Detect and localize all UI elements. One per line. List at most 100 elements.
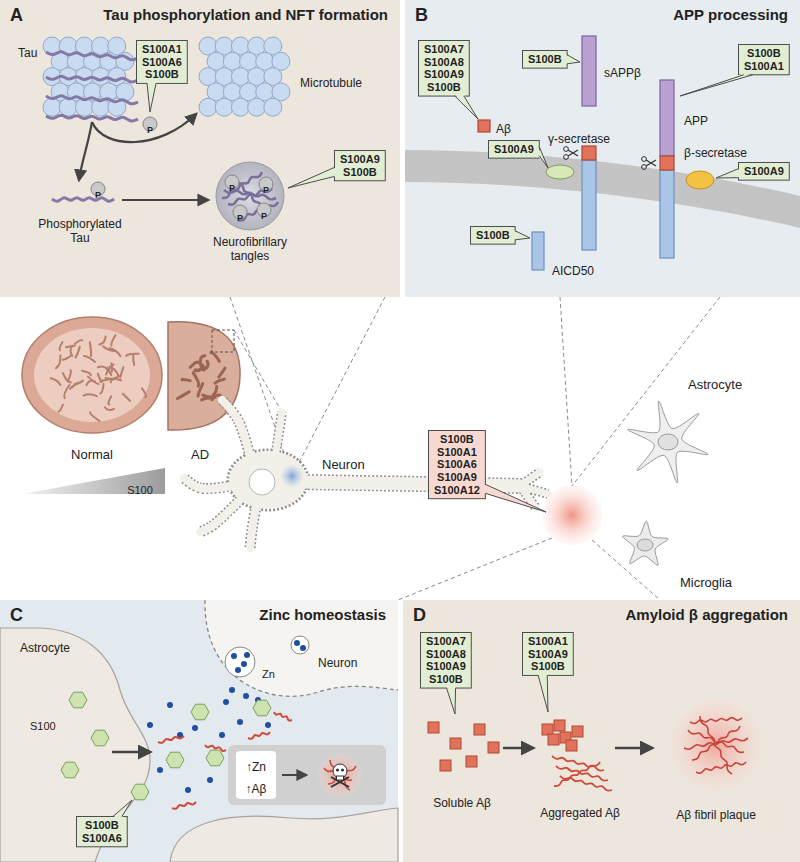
zinc-ion	[237, 719, 243, 725]
neuron-process	[184, 478, 236, 489]
panel-letter: A	[10, 5, 23, 26]
panel-c-art	[0, 600, 398, 862]
amyloid-beta-segment	[582, 146, 596, 160]
text-label: Astrocyte	[688, 378, 742, 393]
callout-frame	[523, 51, 568, 69]
s100-protein	[61, 762, 79, 778]
zinc-ion	[192, 725, 198, 731]
callout-tail-fill	[514, 231, 530, 240]
neuron-outline	[200, 500, 240, 532]
callout-box: S100A7 S100A8 S100A9 S100B	[420, 632, 472, 689]
beta-secretase	[686, 171, 714, 189]
text-label: Normal	[71, 448, 113, 463]
amyloid-beta-monomer	[542, 724, 553, 735]
callout-tail-fill	[455, 95, 478, 119]
callout-tail	[680, 75, 753, 96]
neuron-outline	[250, 506, 256, 548]
neuron-outline	[184, 478, 236, 489]
panel-letter: D	[413, 605, 426, 626]
phosphate-label: P	[261, 211, 267, 221]
callout-tail-fill	[288, 167, 336, 188]
text-label: ↑Zn	[246, 761, 266, 775]
amyloid-beta-monomer	[566, 740, 577, 751]
tau-protein	[46, 96, 138, 104]
tubulin-sphere	[43, 98, 61, 116]
text-label: Microglia	[680, 576, 732, 591]
arrow	[122, 199, 208, 201]
callout-tail	[113, 800, 132, 817]
s100-protein	[91, 730, 109, 746]
callout-tail	[485, 484, 546, 512]
callout-tail-fill	[680, 73, 753, 96]
amyloid-fibril	[692, 726, 740, 760]
phosphate-label: P	[237, 213, 243, 223]
neuron-process	[222, 400, 250, 456]
s100-protein	[69, 692, 87, 708]
brain-fold	[108, 368, 112, 375]
brain-fold	[71, 346, 73, 356]
amyloid-beta-monomer	[474, 724, 485, 735]
amyloid-beta-monomer	[450, 738, 461, 749]
callout-box: S100A1 S100A6 S100B	[136, 40, 188, 84]
astrocyte-cell	[628, 401, 708, 483]
brain-fold	[100, 384, 103, 393]
microglia-cell	[623, 521, 669, 565]
callout-tail	[539, 147, 548, 168]
tau-protein	[46, 52, 138, 60]
amyloid-beta-monomer	[428, 722, 439, 733]
amyloid-beta-monomer	[466, 756, 477, 767]
panel-title: APP processing	[673, 6, 788, 23]
panel-letter: C	[10, 605, 23, 626]
brain-fold	[106, 375, 119, 378]
brain-fold	[84, 356, 95, 362]
s100-protein	[131, 784, 149, 800]
callout-text: S100B	[528, 53, 562, 66]
callout-tail	[716, 169, 739, 178]
skull-eye	[341, 768, 344, 771]
brain-fold	[63, 356, 71, 360]
tubulin-sphere	[231, 98, 249, 116]
centre-art	[22, 297, 720, 600]
zinc-ion	[147, 722, 153, 728]
zinc-ion	[185, 787, 191, 793]
callout-tail	[515, 231, 530, 240]
text-label: APP	[684, 115, 708, 129]
brain-fold	[215, 379, 224, 383]
s100-protein	[253, 700, 271, 716]
zinc-ion	[294, 640, 300, 646]
text-label: Aggregated Aβ	[540, 807, 620, 821]
brain-fold	[68, 370, 71, 380]
callout-text: S100A9 S100B	[340, 153, 380, 178]
c-terminal-fragment	[582, 160, 596, 250]
zinc-ion	[300, 645, 306, 651]
tubulin-sphere	[199, 98, 217, 116]
brain-fold	[111, 379, 121, 382]
skull-jaw	[337, 776, 344, 780]
callout-text: S100A9	[744, 165, 784, 178]
zinc-ion	[235, 667, 241, 673]
brain-fold	[99, 336, 105, 344]
s100-protein	[206, 750, 224, 766]
callout-box: S100A7 S100A8 S100A9 S100B	[418, 40, 470, 97]
synapse-highlight	[542, 485, 602, 545]
amyloid-plaque	[670, 699, 762, 791]
text-label: Zn	[262, 668, 275, 681]
brain-fold	[86, 381, 95, 385]
text-label: Soluble Aβ	[433, 797, 491, 811]
callout-box: S100B S100A1 S100A6 S100A9 S100A12	[428, 430, 486, 499]
zinc-ion	[157, 767, 163, 773]
brain-fold	[75, 380, 83, 384]
amyloid-beta-monomer	[440, 760, 451, 771]
callout-frame	[335, 151, 386, 181]
callout-box: S100B	[522, 50, 568, 69]
zoom-guide-line	[292, 297, 385, 476]
brain-fold	[190, 362, 198, 367]
text-label: ↑Aβ	[246, 783, 267, 797]
amyloid-beta-peptide	[478, 120, 490, 132]
text-label: AD	[191, 448, 209, 463]
zinc-ion	[243, 693, 249, 699]
brain-fold	[90, 412, 99, 421]
phosphate-label: P	[229, 183, 235, 193]
callout-text: S100A9	[494, 143, 534, 156]
